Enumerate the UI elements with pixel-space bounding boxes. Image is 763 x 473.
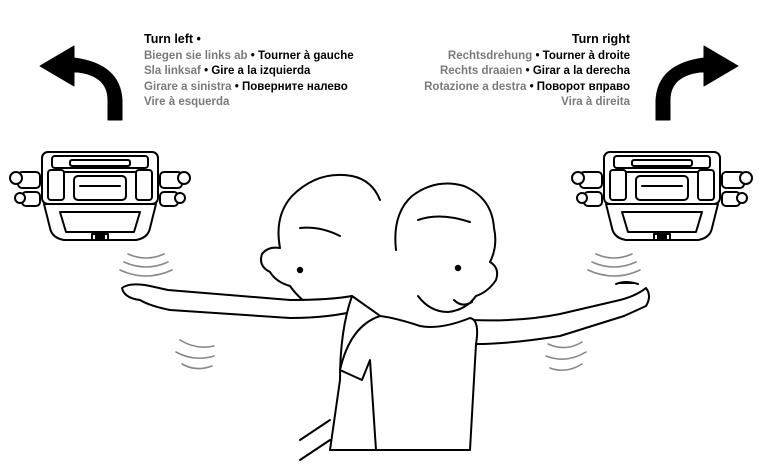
- turn-right-arrow-icon: [656, 46, 738, 120]
- left-kid: [122, 175, 386, 460]
- turn-left-arrow-icon: [40, 46, 122, 120]
- signal-waves-icon: [120, 254, 640, 276]
- robot-icon: [572, 152, 752, 240]
- robot-icon: [10, 152, 190, 240]
- right-kid: [340, 184, 649, 450]
